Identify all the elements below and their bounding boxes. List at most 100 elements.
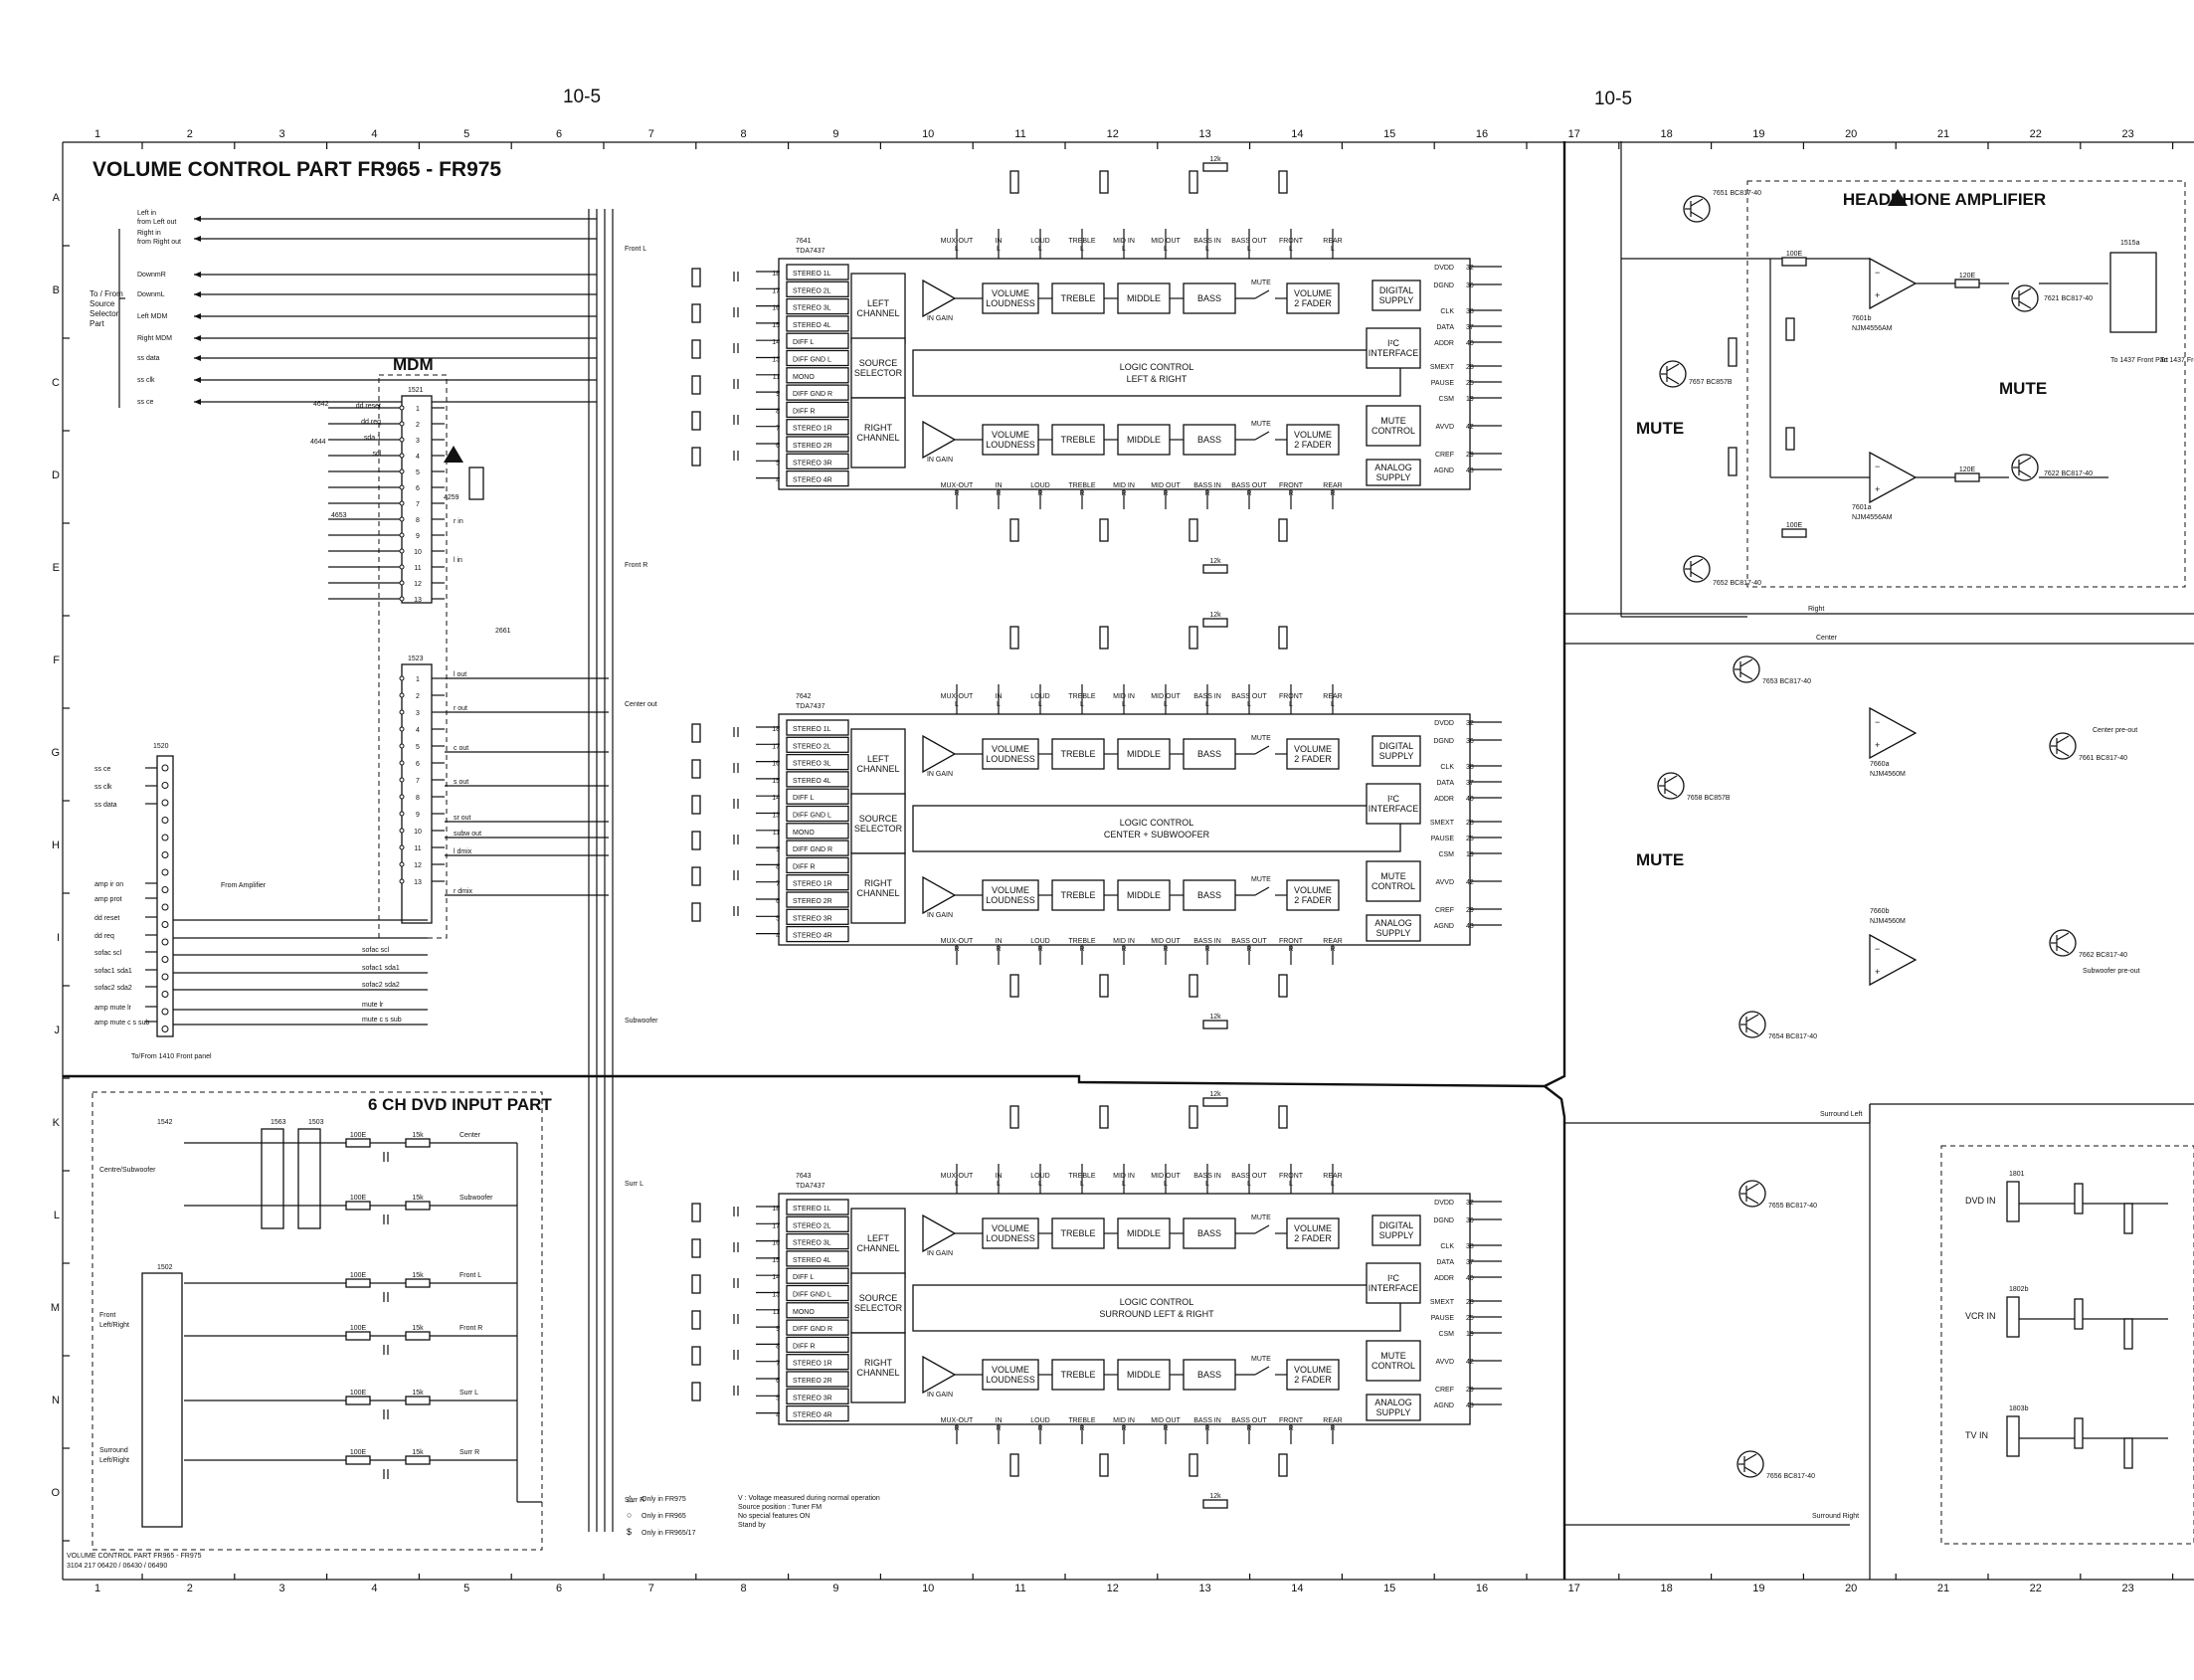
legend-symbol: △ — [627, 1493, 634, 1503]
pin-number: 4 — [776, 1412, 780, 1419]
resistor — [691, 1310, 701, 1330]
input-pin-name: STEREO 4L — [793, 778, 831, 785]
in-gain-label: IN GAIN — [927, 457, 953, 464]
tone-block-text: LOUDNESS — [986, 754, 1035, 764]
wire — [1745, 1196, 1759, 1205]
column-number: 16 — [1476, 1583, 1488, 1594]
mute-control-text: MUTE — [1380, 871, 1406, 881]
tone-block-text: VOLUME — [992, 288, 1029, 298]
transistor-label: 7655 BC817-40 — [1768, 1203, 1817, 1210]
row-letter: B — [53, 284, 60, 296]
pin — [161, 903, 169, 911]
column-number: 17 — [1568, 1583, 1580, 1594]
input-pin-box — [786, 874, 849, 891]
pin — [161, 921, 169, 928]
analog-supply-text: ANALOG — [1374, 463, 1412, 472]
i2c-interface-text: INTERFACE — [1369, 1283, 1419, 1293]
pin-number: 11 — [414, 845, 421, 852]
right-channel-text: CHANNEL — [856, 433, 899, 443]
output-label: Subwoofer pre-out — [2083, 968, 2140, 975]
resistor — [691, 339, 701, 359]
source-selector-label: To / From — [90, 289, 123, 298]
column-number: 6 — [556, 1583, 562, 1594]
mdm-pin-label: s out — [454, 779, 468, 786]
resistor — [1009, 1453, 1019, 1477]
connector-pin-label: dd reset — [94, 915, 119, 922]
tone-block-text: LOUDNESS — [986, 298, 1035, 308]
left-channel-text: CHANNEL — [856, 308, 899, 318]
in-gain-amp — [922, 1355, 957, 1395]
transistor-label: 7654 BC817-40 — [1768, 1033, 1817, 1040]
tone-block — [1183, 424, 1236, 456]
input-pin-box — [786, 856, 849, 874]
ic-pin-name: AVVD — [1435, 879, 1454, 886]
column-number: 20 — [1845, 128, 1857, 140]
ic-pin-name: AGND — [1434, 1402, 1454, 1409]
jack-1502 — [141, 1272, 183, 1528]
ic-pin-name: CREF — [1435, 1387, 1454, 1394]
mute-label: MUTE — [1636, 850, 1684, 869]
mute-control-text: MUTE — [1380, 416, 1406, 426]
mdm-pin-label: r dmix — [454, 888, 473, 895]
footer-title: VOLUME CONTROL PART FR965 - FR975 — [67, 1553, 202, 1560]
tone-block-text: LOUDNESS — [986, 1233, 1035, 1243]
row-letter: N — [52, 1395, 60, 1406]
input-pin-name: STEREO 4R — [793, 1412, 832, 1419]
column-number: 19 — [1752, 128, 1764, 140]
in-gain-label: IN GAIN — [927, 315, 953, 322]
pin-number: 6 — [776, 1378, 780, 1385]
pin-number: 38 — [1466, 764, 1474, 771]
source-selector — [850, 337, 906, 399]
headphone-jack — [2109, 252, 2157, 333]
mdm-pin-label: r out — [454, 705, 467, 712]
pin-number: 29 — [1466, 1387, 1474, 1394]
input-pin-name: MONO — [793, 374, 815, 381]
resistor — [691, 831, 701, 850]
tone-block — [1117, 424, 1171, 456]
resistor — [405, 1138, 431, 1148]
input-pin-box — [786, 401, 849, 419]
row-letter: M — [51, 1302, 60, 1314]
page-number-right: 10-5 — [1594, 89, 1632, 109]
wire — [1690, 571, 1704, 580]
pin-number: 11 — [773, 1309, 780, 1316]
resistor — [1202, 618, 1228, 628]
source-selector-text: SELECTOR — [854, 1303, 903, 1313]
fader — [1286, 282, 1340, 314]
pin-label: LOUD — [1030, 1417, 1049, 1424]
mdm-pin-label: dd reset — [356, 403, 381, 410]
pin — [399, 468, 405, 474]
dvd-output-label: Center — [459, 1132, 481, 1139]
output-label: Right — [1808, 606, 1824, 613]
column-number: 4 — [371, 1583, 377, 1594]
resistor-label: 100E — [1786, 251, 1803, 258]
opamp-7660b — [1869, 933, 1918, 987]
mute-control — [1366, 1340, 1421, 1382]
connector-pin-label: amp prot — [94, 896, 122, 903]
svg-text:1521: 1521 — [408, 387, 424, 394]
resistor — [1202, 1020, 1228, 1029]
i2c-interface-text: I²C — [1387, 1273, 1399, 1283]
channel-signal: Front L — [625, 246, 646, 253]
logic-control-subtitle: SURROUND LEFT & RIGHT — [1099, 1309, 1214, 1319]
wire — [2018, 469, 2032, 478]
pin — [161, 782, 169, 789]
row-letter: E — [53, 562, 60, 574]
video-jack-ref: 1802b — [2009, 1286, 2029, 1293]
bus-label: sofac scl — [362, 947, 390, 954]
svg-text:Part: Part — [90, 319, 104, 328]
pin — [399, 709, 405, 715]
pin-number: 2 — [416, 422, 420, 429]
resistor — [1278, 1105, 1288, 1129]
to-front-label: To 1437 Front Part — [2110, 357, 2168, 364]
pin-number: 14 — [772, 795, 780, 802]
input-pin-name: STEREO 1L — [793, 726, 831, 733]
wire — [1254, 1224, 1270, 1234]
resistor — [1009, 974, 1019, 998]
opamp-minus: − — [1875, 944, 1880, 954]
fader — [1286, 1217, 1340, 1249]
pin-number: 11 — [773, 830, 780, 837]
pin — [161, 1008, 169, 1016]
digital-supply — [1371, 280, 1421, 311]
